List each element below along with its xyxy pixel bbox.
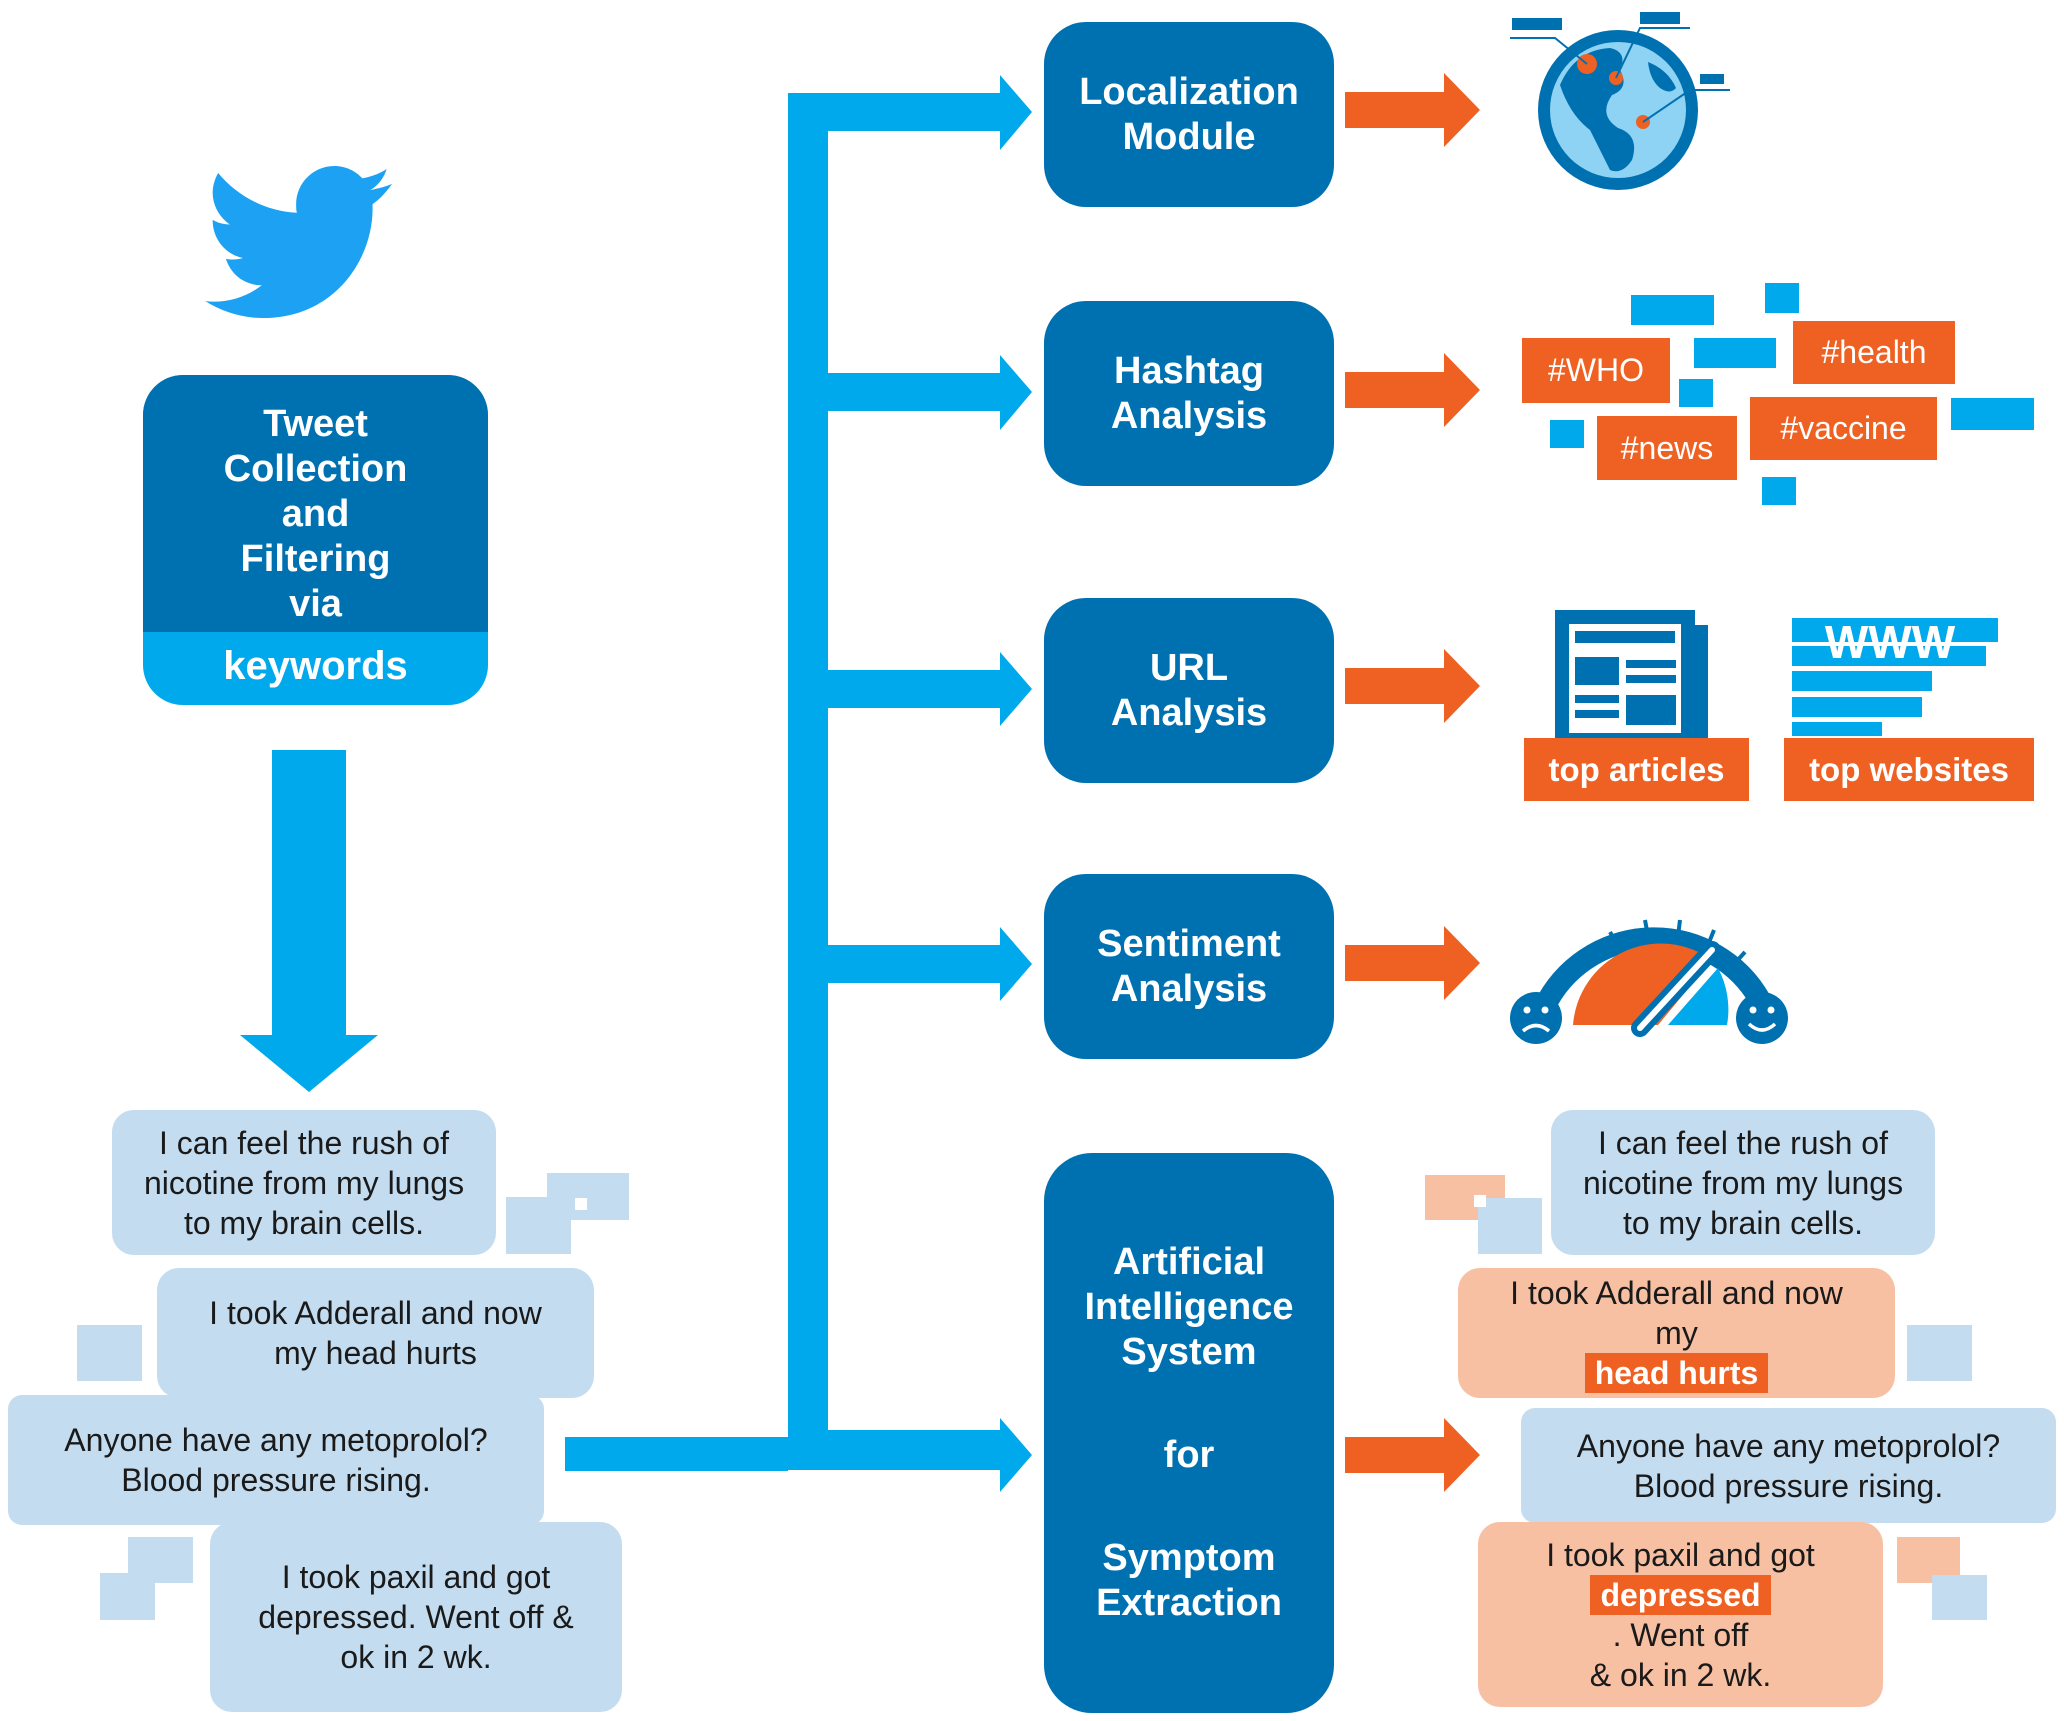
hashtag-health: #health bbox=[1793, 321, 1955, 384]
module-label: Intelligence bbox=[1084, 1286, 1294, 1328]
tweet-line: to my brain cells. bbox=[183, 1204, 425, 1241]
tweet-line: Blood pressure rising. bbox=[121, 1462, 431, 1498]
tweet-text: my bbox=[1655, 1315, 1698, 1351]
twitter-bird-icon bbox=[204, 165, 393, 319]
tweet-line: nicotine from my lungs bbox=[1582, 1164, 1904, 1201]
module-label: Analysis bbox=[1110, 394, 1268, 437]
module-label: for bbox=[1163, 1434, 1215, 1476]
module-label: Sentiment bbox=[1097, 922, 1281, 965]
module-label: System bbox=[1121, 1331, 1257, 1373]
sad-face-icon bbox=[1510, 992, 1562, 1044]
tweet-line: Blood pressure rising. bbox=[1633, 1467, 1944, 1504]
tweet-line: I took paxil and got bbox=[1546, 1536, 1815, 1573]
url-analysis-module: URL Analysis bbox=[1044, 598, 1334, 783]
orange-output-arrows bbox=[1345, 73, 1480, 1492]
tweet-line: Anyone have any metoprolol? bbox=[64, 1422, 488, 1458]
tweet-line: nicotine from my lungs bbox=[143, 1164, 465, 1201]
globe-icon bbox=[1510, 12, 1730, 190]
newspaper-icon bbox=[1555, 610, 1708, 747]
module-label: URL bbox=[1149, 646, 1229, 689]
collection-box-top bbox=[143, 375, 488, 630]
module-label: Symptom bbox=[1102, 1537, 1276, 1579]
module-label: Artificial bbox=[1112, 1241, 1266, 1283]
input-tweet-4: I took paxil and got depressed. Went off… bbox=[210, 1522, 622, 1712]
tweet-line: Anyone have any metoprolol? bbox=[1576, 1427, 2001, 1464]
hashtag-vaccine: #vaccine bbox=[1750, 397, 1937, 460]
keywords-label: keywords bbox=[223, 644, 408, 688]
input-tweet-3: Anyone have any metoprolol? Blood pressu… bbox=[8, 1395, 544, 1525]
tweet-line: to my brain cells. bbox=[1622, 1204, 1864, 1241]
output-tweet-1: I can feel the rush of nicotine from my … bbox=[1551, 1110, 1935, 1255]
tweet-line: I can feel the rush of bbox=[159, 1124, 449, 1161]
hashtag-news: #news bbox=[1597, 416, 1737, 480]
collection-line: Collection bbox=[223, 447, 408, 490]
down-arrow bbox=[240, 750, 378, 1092]
website-icon bbox=[1792, 618, 1998, 736]
tweet-line: & ok in 2 wk. bbox=[1589, 1656, 1772, 1693]
module-label: Analysis bbox=[1110, 691, 1268, 734]
symptom-highlight: depressed bbox=[1590, 1574, 1771, 1615]
output-tweet-3: Anyone have any metoprolol? Blood pressu… bbox=[1521, 1408, 2056, 1523]
tweet-line: I took paxil and got bbox=[281, 1559, 551, 1595]
tweet-line: my head hurts bbox=[1584, 1313, 1769, 1393]
www-text: WWW bbox=[1824, 616, 1956, 668]
collection-line: Tweet bbox=[263, 402, 368, 445]
ai-symptom-extraction-module: Artificial Intelligence System for Sympt… bbox=[1044, 1153, 1334, 1713]
input-tweet-2: I took Adderall and now my head hurts bbox=[157, 1268, 594, 1398]
top-articles-label: top articles bbox=[1524, 738, 1749, 801]
module-label: Analysis bbox=[1110, 967, 1268, 1010]
module-label: Module bbox=[1122, 115, 1256, 158]
hashtag-who: #WHO bbox=[1522, 338, 1670, 403]
tweet-line: ok in 2 wk. bbox=[340, 1639, 492, 1675]
tweet-line: depressed. Went off bbox=[1590, 1574, 1771, 1655]
localization-module: Localization Module bbox=[1044, 22, 1334, 207]
tweet-text: . Went off bbox=[1612, 1616, 1749, 1653]
tweet-line: I can feel the rush of bbox=[1598, 1124, 1888, 1161]
tweet-line: I took Adderall and now bbox=[1510, 1275, 1843, 1311]
tweet-line: I took Adderall and now bbox=[209, 1295, 542, 1331]
hashtag-cloud-squares bbox=[1550, 283, 2034, 505]
collection-line: via bbox=[289, 582, 342, 625]
input-tweet-1: I can feel the rush of nicotine from my … bbox=[112, 1110, 496, 1255]
main-connector-arrow bbox=[565, 75, 1032, 1492]
hashtag-analysis-module: Hashtag Analysis bbox=[1044, 301, 1334, 486]
collection-box: Tweet Collection and Filtering via bbox=[143, 398, 488, 630]
tweet-line: depressed. Went off & bbox=[258, 1599, 574, 1635]
module-label: Localization bbox=[1079, 70, 1299, 113]
output-tweet-2: I took Adderall and now my head hurts bbox=[1458, 1268, 1895, 1398]
output-tweet-4: I took paxil and got depressed. Went off… bbox=[1478, 1522, 1883, 1707]
symptom-highlight: head hurts bbox=[1584, 1353, 1769, 1393]
sentiment-analysis-module: Sentiment Analysis bbox=[1044, 874, 1334, 1059]
top-websites-label: top websites bbox=[1784, 738, 2034, 801]
module-label: Extraction bbox=[1096, 1582, 1282, 1624]
tweet-line: my head hurts bbox=[274, 1335, 477, 1371]
happy-face-icon bbox=[1736, 992, 1788, 1044]
sentiment-gauge-icon bbox=[1538, 919, 1770, 1037]
module-label: Hashtag bbox=[1114, 349, 1264, 392]
collection-line: Filtering bbox=[240, 537, 391, 580]
collection-line: and bbox=[281, 492, 350, 535]
